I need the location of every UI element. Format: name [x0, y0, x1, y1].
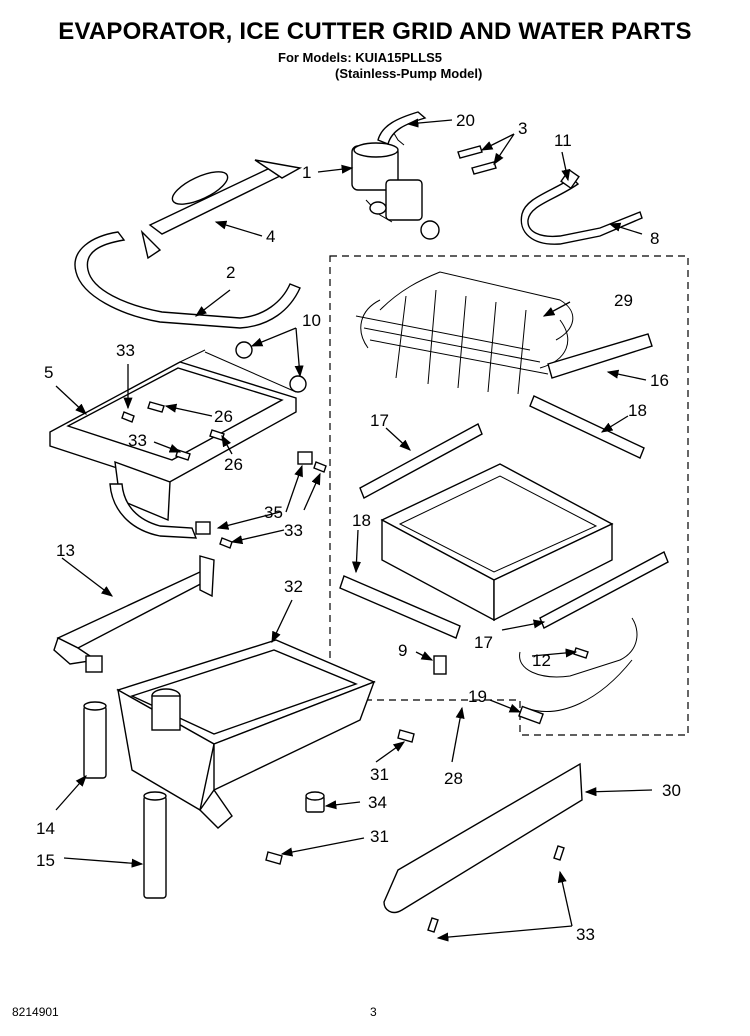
callout-16: 16	[650, 371, 669, 390]
evaporator-box-part	[380, 463, 614, 622]
callout-33a: 33	[116, 341, 135, 360]
drain-tube-part	[83, 701, 107, 779]
callout-11: 11	[554, 131, 572, 150]
callout-34: 34	[368, 793, 387, 812]
callout-26a: 26	[214, 407, 233, 426]
screw-part	[313, 461, 327, 473]
callout-18a: 18	[628, 401, 647, 420]
overflow-tube-part	[143, 791, 167, 899]
water-valve-part	[351, 129, 440, 240]
clip-part	[195, 521, 211, 535]
foot-part	[305, 791, 325, 813]
callout-30: 30	[662, 781, 681, 800]
callout-19: 19	[468, 687, 487, 706]
page-number: 3	[370, 1005, 377, 1019]
model-variant: (Stainless-Pump Model)	[335, 66, 483, 81]
cutter-grid-part	[355, 271, 574, 395]
screw-part	[121, 411, 135, 423]
valve-screws-part	[457, 145, 497, 175]
page-title: EVAPORATOR, ICE CUTTER GRID AND WATER PA…	[58, 18, 692, 45]
callout-26b: 26	[224, 455, 243, 474]
callout-33c: 33	[284, 521, 303, 540]
mounting-frame-part	[49, 349, 297, 539]
callout-9: 9	[398, 641, 407, 660]
callout-15: 15	[36, 851, 55, 870]
models-line: For Models: KUIA15PLLS5	[278, 50, 442, 65]
callout-35: 35	[264, 503, 283, 522]
grommet-part	[235, 341, 253, 359]
callout-29: 29	[614, 291, 633, 310]
screw-part	[553, 845, 565, 861]
leader-lines	[55, 118, 653, 942]
callout-33d: 33	[576, 925, 595, 944]
callout-31b: 31	[370, 827, 389, 846]
tube-part	[377, 111, 427, 145]
cover-panel-part	[383, 762, 583, 914]
callout-labels: 1 20 3 4 2 11 8 10 5 33 26 33 26 35 33 2…	[36, 111, 681, 944]
callout-5: 5	[44, 363, 53, 382]
callout-13: 13	[56, 541, 75, 560]
callout-10: 10	[302, 311, 321, 330]
fitting-tube-part	[520, 177, 643, 245]
insulator-strip-part	[547, 333, 653, 379]
callout-33b: 33	[128, 431, 147, 450]
callout-18b: 18	[352, 511, 371, 530]
grommet-part	[289, 375, 307, 393]
heater-bar-part	[140, 159, 303, 260]
callout-17b: 17	[474, 633, 493, 652]
wire-harness-part	[519, 617, 638, 712]
callout-8: 8	[650, 229, 659, 248]
screw-part	[219, 537, 233, 549]
screw-part	[573, 647, 589, 659]
callout-28: 28	[444, 769, 463, 788]
screw-part	[427, 917, 439, 933]
callout-31a: 31	[370, 765, 389, 784]
callout-2: 2	[226, 263, 235, 282]
screw-part	[147, 401, 165, 413]
element-bar-part	[339, 575, 461, 639]
callout-32: 32	[284, 577, 303, 596]
connector-part	[518, 705, 544, 725]
callout-17a: 17	[370, 411, 389, 430]
callout-4: 4	[266, 227, 275, 246]
screw-part	[265, 851, 283, 865]
document-number: 8214901	[12, 1005, 59, 1019]
water-trough-part	[53, 555, 215, 673]
thermistor-clip-part	[433, 655, 447, 675]
reservoir-pan-part	[116, 639, 376, 829]
callout-20: 20	[456, 111, 475, 130]
element-bar-part	[529, 395, 645, 459]
callout-14: 14	[36, 819, 55, 838]
screw-part	[397, 729, 415, 743]
callout-3: 3	[518, 119, 527, 138]
clip-part	[297, 451, 313, 465]
element-bar-part	[359, 423, 483, 499]
callout-12: 12	[532, 651, 551, 670]
u-heater-part	[74, 231, 301, 329]
callout-1: 1	[302, 163, 311, 182]
